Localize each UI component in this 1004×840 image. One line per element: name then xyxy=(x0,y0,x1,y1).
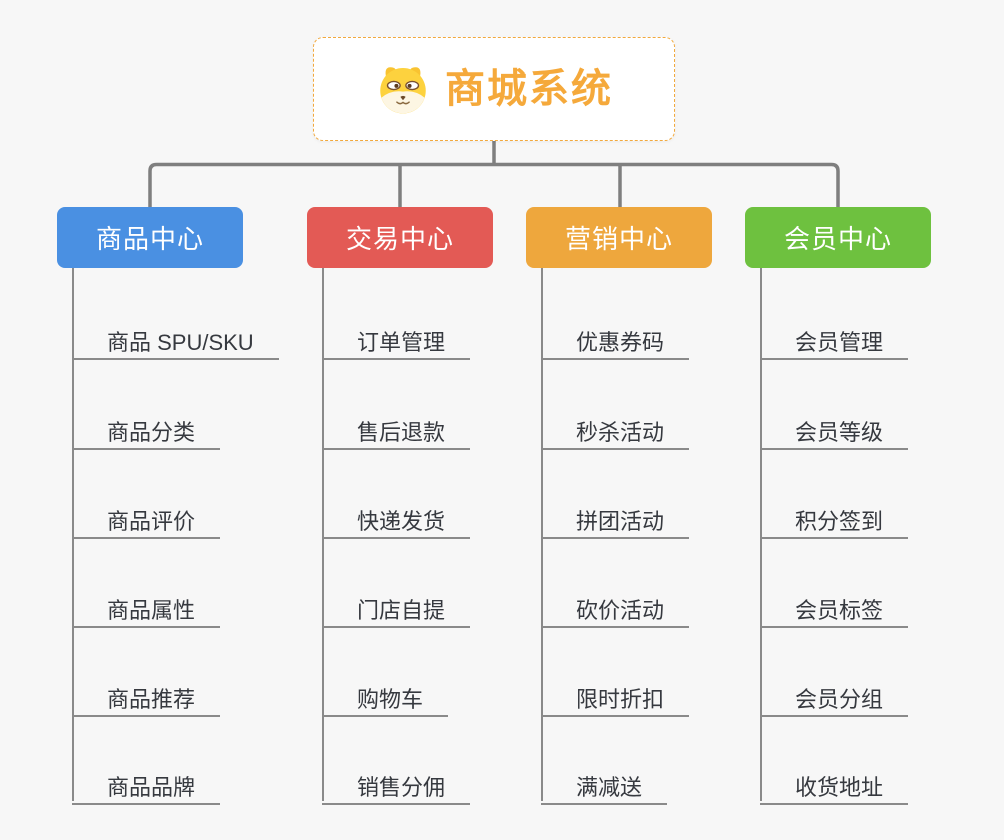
branch-node-marketing-center[interactable]: 营销中心 xyxy=(526,207,712,268)
branch-child-connector-line xyxy=(322,268,324,801)
child-node-flash-sale[interactable]: 秒杀活动 xyxy=(541,410,690,450)
branch-node-member-center[interactable]: 会员中心 xyxy=(745,207,931,268)
branch-node-product-center[interactable]: 商品中心 xyxy=(57,207,243,268)
child-node-product-category[interactable]: 商品分类 xyxy=(72,410,221,450)
child-node-aftersale-refund[interactable]: 售后退款 xyxy=(322,410,471,450)
child-node-sales-commission[interactable]: 销售分佣 xyxy=(322,765,471,805)
dog-face-icon xyxy=(380,67,426,114)
child-node-member-level[interactable]: 会员等级 xyxy=(760,410,909,450)
child-node-express-delivery[interactable]: 快递发货 xyxy=(322,499,471,539)
child-node-product-spu-sku[interactable]: 商品 SPU/SKU xyxy=(72,320,279,360)
branch-child-connector-line xyxy=(72,268,74,801)
child-node-time-limited-discount[interactable]: 限时折扣 xyxy=(541,677,690,717)
child-node-shipping-address[interactable]: 收货地址 xyxy=(760,765,909,805)
child-node-group-buy[interactable]: 拼团活动 xyxy=(541,499,690,539)
child-node-points-checkin[interactable]: 积分签到 xyxy=(760,499,909,539)
child-node-bargain-activity[interactable]: 砍价活动 xyxy=(541,588,690,628)
child-node-product-review[interactable]: 商品评价 xyxy=(72,499,221,539)
branch-node-trade-center[interactable]: 交易中心 xyxy=(307,207,493,268)
child-node-product-brand[interactable]: 商品品牌 xyxy=(72,765,221,805)
child-node-order-management[interactable]: 订单管理 xyxy=(322,320,471,360)
child-node-member-tag[interactable]: 会员标签 xyxy=(760,588,909,628)
branch-child-connector-line xyxy=(541,268,543,801)
branch-child-connector-line xyxy=(760,268,762,801)
child-node-member-group[interactable]: 会员分组 xyxy=(760,677,909,717)
root-node[interactable]: 商城系统 xyxy=(313,37,675,141)
child-node-store-pickup[interactable]: 门店自提 xyxy=(322,588,471,628)
child-node-member-management[interactable]: 会员管理 xyxy=(760,320,909,360)
child-node-product-recommend[interactable]: 商品推荐 xyxy=(72,677,221,717)
child-node-product-attribute[interactable]: 商品属性 xyxy=(72,588,221,628)
child-node-spend-and-save[interactable]: 满减送 xyxy=(541,765,668,805)
child-node-coupon-code[interactable]: 优惠券码 xyxy=(541,320,690,360)
root-title: 商城系统 xyxy=(445,67,613,111)
child-node-shopping-cart[interactable]: 购物车 xyxy=(322,677,449,717)
